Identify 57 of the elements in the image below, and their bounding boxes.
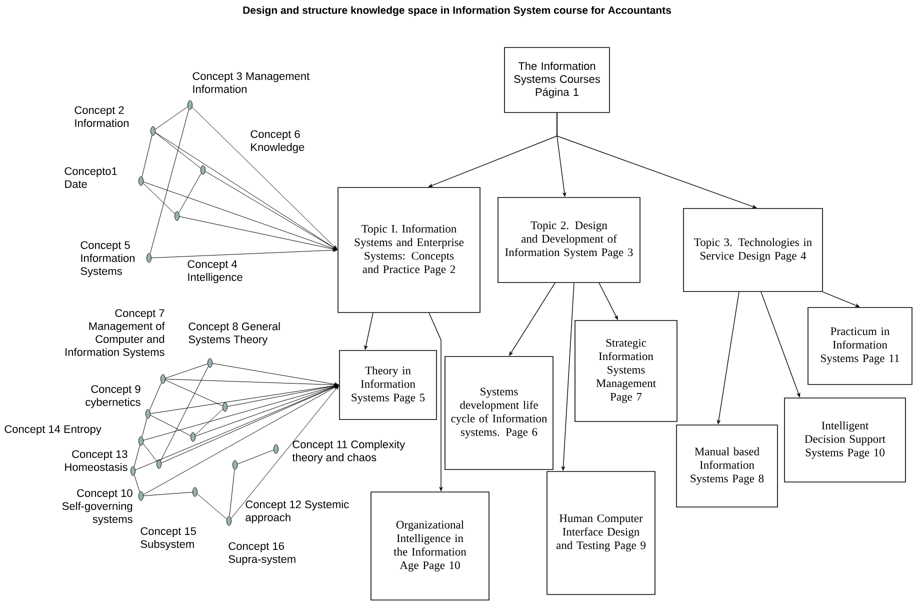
connector-line — [165, 380, 223, 406]
connector-line — [142, 418, 148, 437]
concept-label: Concept 6 Knowledge — [250, 130, 304, 154]
connector-line — [195, 408, 224, 436]
connector-line — [143, 492, 193, 496]
connector-line — [142, 443, 158, 462]
arrow — [151, 248, 338, 258]
concept-label: Concept 7 Management of Computer and Information Systems — [66, 309, 165, 358]
concept-label: Concept 11 Complexity theory and chaos — [292, 440, 406, 464]
concept-label: Concept 5 Information Systems — [80, 241, 134, 278]
topic-box: Topic 3. Technologies in Service Design Page 4 — [683, 208, 823, 292]
arrow — [179, 216, 338, 251]
topic-box: Theory in Information Systems Page 5 — [339, 350, 437, 420]
connector-line — [134, 444, 140, 467]
arrow — [230, 385, 339, 519]
connector-line — [165, 364, 208, 378]
concept-label: Concept 2 Information — [74, 106, 128, 127]
concept-label: Concept 10 Self-governing systems — [62, 489, 132, 526]
topic-box: Intelligent Decision Support Systems Page 10 — [784, 398, 906, 482]
topic-box: Topic I. Information Systems and Enterprise Systems: Concepts and Practice Page 2 — [338, 187, 480, 313]
concept-label: Concept 14 Entropy — [4, 425, 102, 436]
concept-label: Concept 13 Homeostasis — [65, 450, 128, 471]
arrow — [212, 363, 339, 386]
connector-line — [149, 382, 162, 411]
connector-line — [142, 135, 152, 177]
concept-label: Concept 8 General Systems Theory — [188, 322, 280, 346]
connector-line — [178, 172, 202, 213]
topic-box: Strategic Information Systems Management Page 7 — [574, 320, 678, 422]
topic-box: Organizational Intelligence in the Information Age Page 10 — [370, 492, 490, 600]
concept-label: Concept 9 cybernetics — [86, 385, 140, 408]
concept-label: Concept 3 Management Information — [192, 72, 310, 93]
topic-box: Topic 2. Design and Development of Information System Page 3 — [498, 197, 640, 283]
arrow — [192, 106, 338, 250]
concept-label: Concept 4 Intelligence — [188, 260, 242, 284]
topic-box: Systems development life cycle of Information systems. Page 6 — [444, 356, 554, 470]
concept-label: Concept 16 Supra-system — [228, 542, 296, 566]
arrow — [165, 378, 339, 387]
connector-line — [197, 494, 227, 520]
title: Design and structure knowledge space in Information System course for Accountants — [243, 6, 671, 16]
connector-line — [229, 469, 235, 517]
concept-label: Concept 15 Subsystem — [140, 527, 196, 550]
topic-box: Manual based Information Systems Page 8 — [676, 424, 778, 508]
arrow — [205, 171, 338, 250]
connector-line — [160, 366, 209, 461]
connector-line — [237, 450, 274, 464]
topic-box: Practicum in Information Systems Page 11 — [808, 307, 912, 385]
connector-line — [134, 474, 140, 492]
concept-label: Concepto1 Date — [64, 167, 117, 188]
connector-line — [142, 182, 176, 214]
topic-box: Human Computer Interface Design and Testing Page 9 — [546, 471, 656, 595]
connector-line — [150, 108, 190, 254]
topic-box: The Information Systems Courses Página 1 — [504, 47, 610, 113]
arrow — [143, 385, 339, 495]
concept-label: Concept 12 Systemic approach — [246, 500, 349, 524]
connector-line — [155, 132, 201, 168]
connector-line — [155, 106, 188, 130]
connector-line — [150, 414, 191, 436]
